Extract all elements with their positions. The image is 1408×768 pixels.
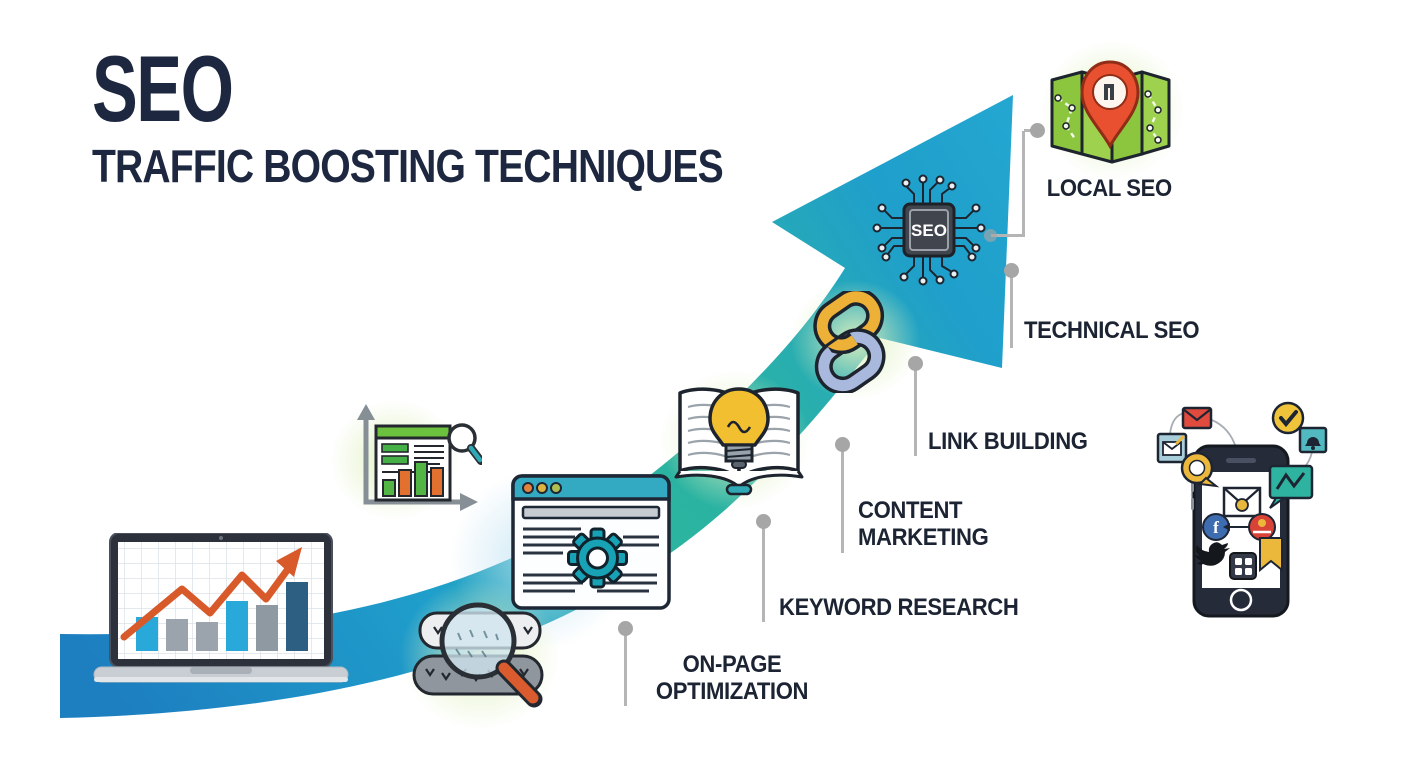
laptop-analytics-icon	[93, 533, 349, 683]
connector-dot	[1030, 123, 1045, 138]
label-link-building: LINK BUILDING	[928, 428, 1088, 455]
connector-dot	[756, 514, 771, 529]
circuit-traces	[880, 181, 978, 279]
gear-icon	[567, 527, 628, 589]
sealed-envelope-icon	[1222, 486, 1262, 518]
bar-chart	[136, 582, 308, 651]
label-local-seo: LOCAL SEO	[1046, 175, 1172, 202]
browser-gear-icon	[511, 474, 671, 610]
smartphone-social-icon: f	[1156, 401, 1328, 618]
search-database-icon	[412, 602, 544, 708]
mail-compose-icon	[1156, 432, 1188, 464]
connector-line	[624, 629, 627, 706]
circuit-nodes	[872, 174, 986, 286]
connector-dot	[1004, 263, 1019, 278]
label-technical-seo: TECHNICAL SEO	[1024, 317, 1200, 344]
connector-dot	[618, 621, 633, 636]
chat-bubble-icon	[1180, 451, 1220, 488]
connector-line	[1010, 271, 1013, 348]
connector-dot	[835, 437, 850, 452]
map-pin-icon	[1050, 60, 1171, 164]
chart-bubble-icon	[1268, 464, 1314, 509]
bell-square-icon	[1298, 426, 1328, 454]
analytics-chart-magnifier-icon	[357, 404, 482, 511]
trend-arrow	[120, 547, 302, 641]
app-grid-icon	[1229, 552, 1257, 580]
chain-links-icon	[813, 291, 886, 393]
twitter-icon	[1195, 542, 1230, 566]
pin-circle-icon	[1223, 513, 1276, 541]
envelope-icon	[1181, 406, 1213, 430]
label-keyword-research: KEYWORD RESEARCH	[779, 594, 1019, 621]
check-circle-icon	[1271, 401, 1305, 435]
chip-label: SEO	[911, 221, 947, 240]
label-content-marketing: CONTENT MARKETING	[858, 497, 989, 551]
label-on-page-optimization: ON-PAGE OPTIMIZATION	[655, 651, 809, 705]
page-subtitle: TRAFFIC BOOSTING TECHNIQUES	[92, 140, 724, 193]
connector-line	[841, 445, 844, 553]
connector-dot	[908, 356, 923, 371]
svg-text:f: f	[1213, 518, 1219, 537]
bookmark-icon	[1259, 537, 1283, 573]
connector-line	[1022, 131, 1025, 237]
magnifier-icon	[447, 423, 482, 465]
connector-dot	[984, 229, 997, 242]
connector-line	[991, 234, 1025, 237]
seo-chip-icon: SEO	[872, 174, 986, 286]
connector-line	[762, 522, 765, 622]
page-title-block: SEO TRAFFIC BOOSTING TECHNIQUES	[92, 36, 834, 193]
book-lightbulb-icon	[674, 387, 804, 496]
connector-line	[914, 364, 917, 456]
page-title: SEO	[92, 36, 234, 141]
